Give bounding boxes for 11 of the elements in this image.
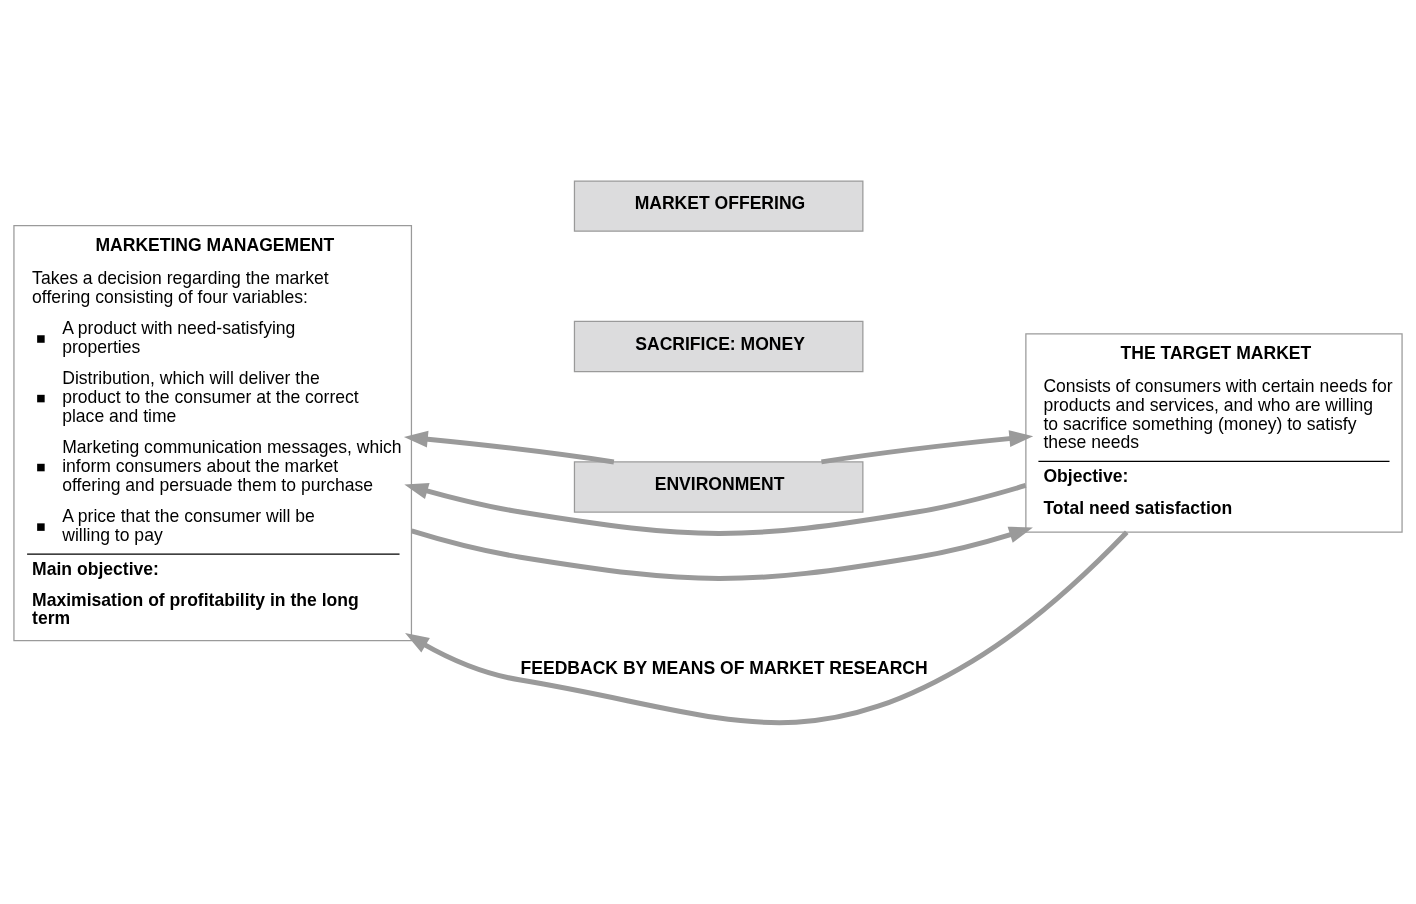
- arrow: [403, 430, 615, 465]
- edge-label: FEEDBACK BY MEANS OF MARKET RESEARCH: [520, 658, 928, 679]
- arrow: [821, 430, 1034, 465]
- node-box: SACRIFICE: MONEY: [573, 320, 864, 373]
- arrow: [404, 482, 1027, 536]
- node-box: MARKETING MANAGEMENT Takes a decision regarding the market offering consisting of four variables: A product with need-satisfying properties Distribution, which will deliver the product to the consumer at the correct place and time Marketing communication messages, which inform consumers about the market offering and persuade them to purchase A price that the consumer will be willing to pay Main objective: Maximisation of profitability in the long term: [13, 224, 413, 642]
- arrow: [410, 526, 1033, 582]
- node-box: ENVIRONMENT: [573, 461, 864, 513]
- node-box: MARKET OFFERING: [573, 180, 864, 232]
- arrow: [405, 530, 1129, 725]
- node-box: THE TARGET MARKET Consists of consumers with certain needs for products and services, and who are willing to sacrifice something (money) to satisfy these needs Objective: Total need satisfaction: [1025, 333, 1403, 533]
